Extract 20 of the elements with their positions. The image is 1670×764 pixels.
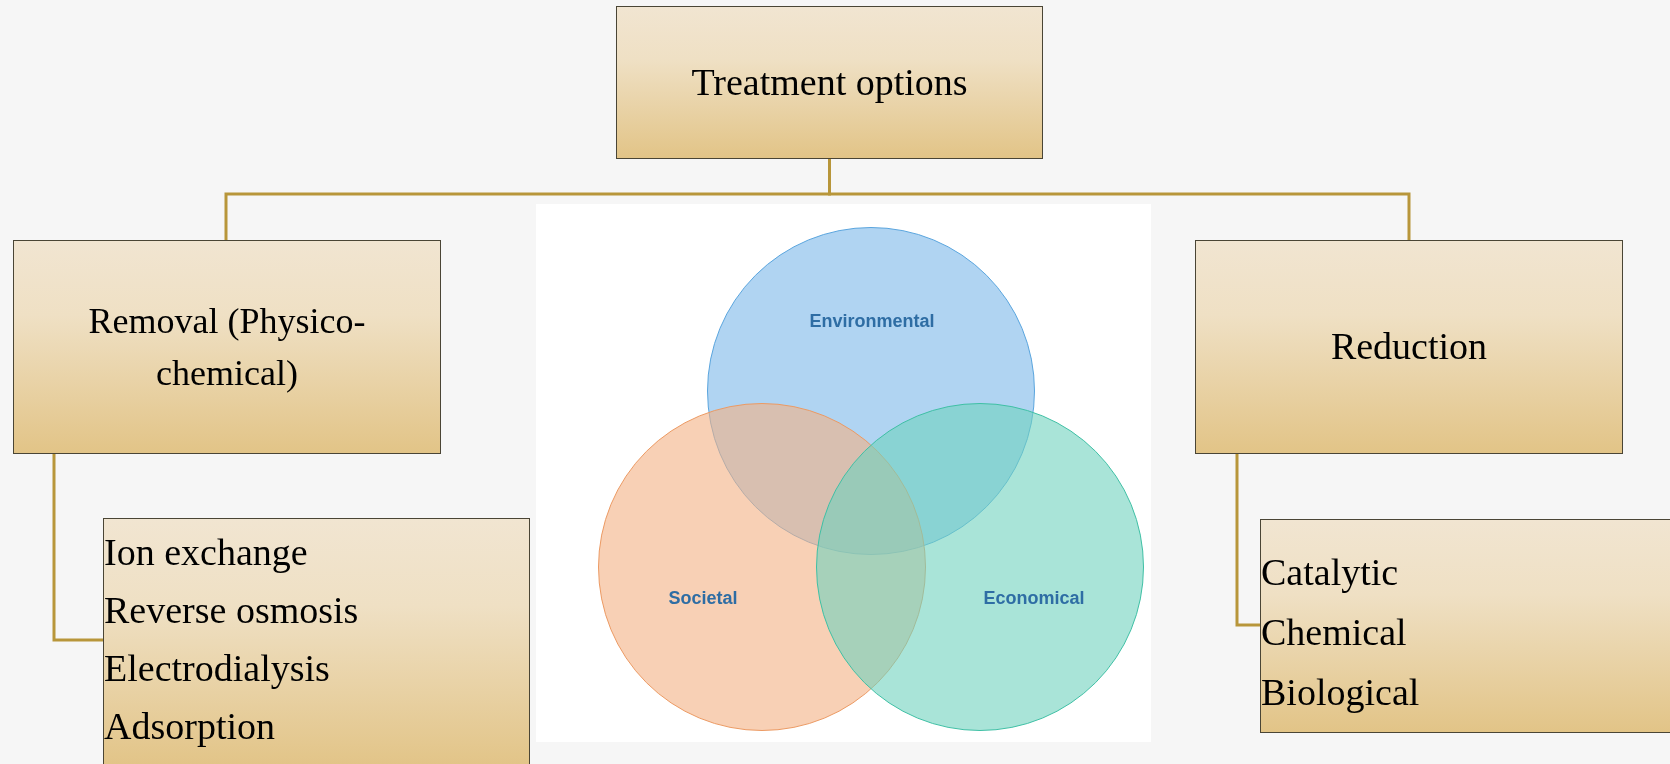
circle-label: Societal [668, 587, 738, 609]
list-box [103, 518, 530, 764]
connector-line [1235, 454, 1260, 627]
list-item: Electrodialysis [104, 646, 330, 691]
process-box [1195, 240, 1623, 454]
box-title: Reduction [1330, 324, 1488, 370]
box-title: Removal (Physico-chemical) [87, 299, 367, 395]
circle-label: Economical [983, 587, 1085, 609]
list-item: Reverse osmosis [104, 588, 359, 633]
connector-line [52, 454, 103, 642]
box-title: Treatment options [691, 59, 968, 105]
list-box [1260, 519, 1670, 733]
list-item: Catalytic [1261, 550, 1399, 595]
circle-label: Environmental [809, 310, 935, 332]
process-box [616, 6, 1043, 159]
list-item: Chemical [1261, 610, 1407, 655]
list-item: Ion exchange [104, 530, 308, 575]
process-box [13, 240, 441, 454]
list-item: Biological [1261, 670, 1420, 715]
list-item: Adsorption [104, 704, 275, 749]
